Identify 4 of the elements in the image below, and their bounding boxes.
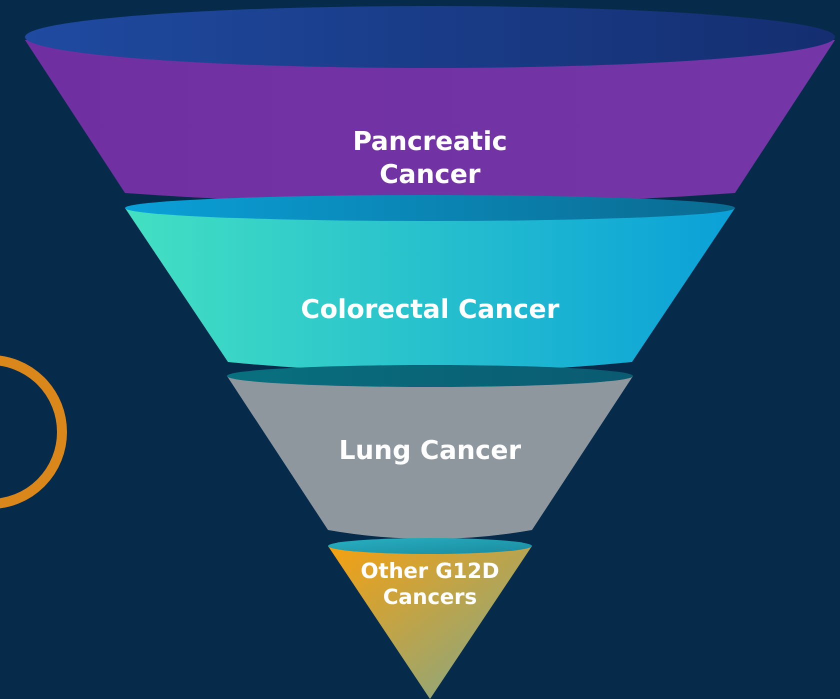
segment-label: Colorectal Cancer	[300, 294, 560, 326]
segment-label: Lung Cancer	[338, 435, 522, 468]
segment-label: Other G12D Cancers	[360, 558, 500, 610]
segment-label: Pancreatic Cancer	[352, 126, 508, 191]
